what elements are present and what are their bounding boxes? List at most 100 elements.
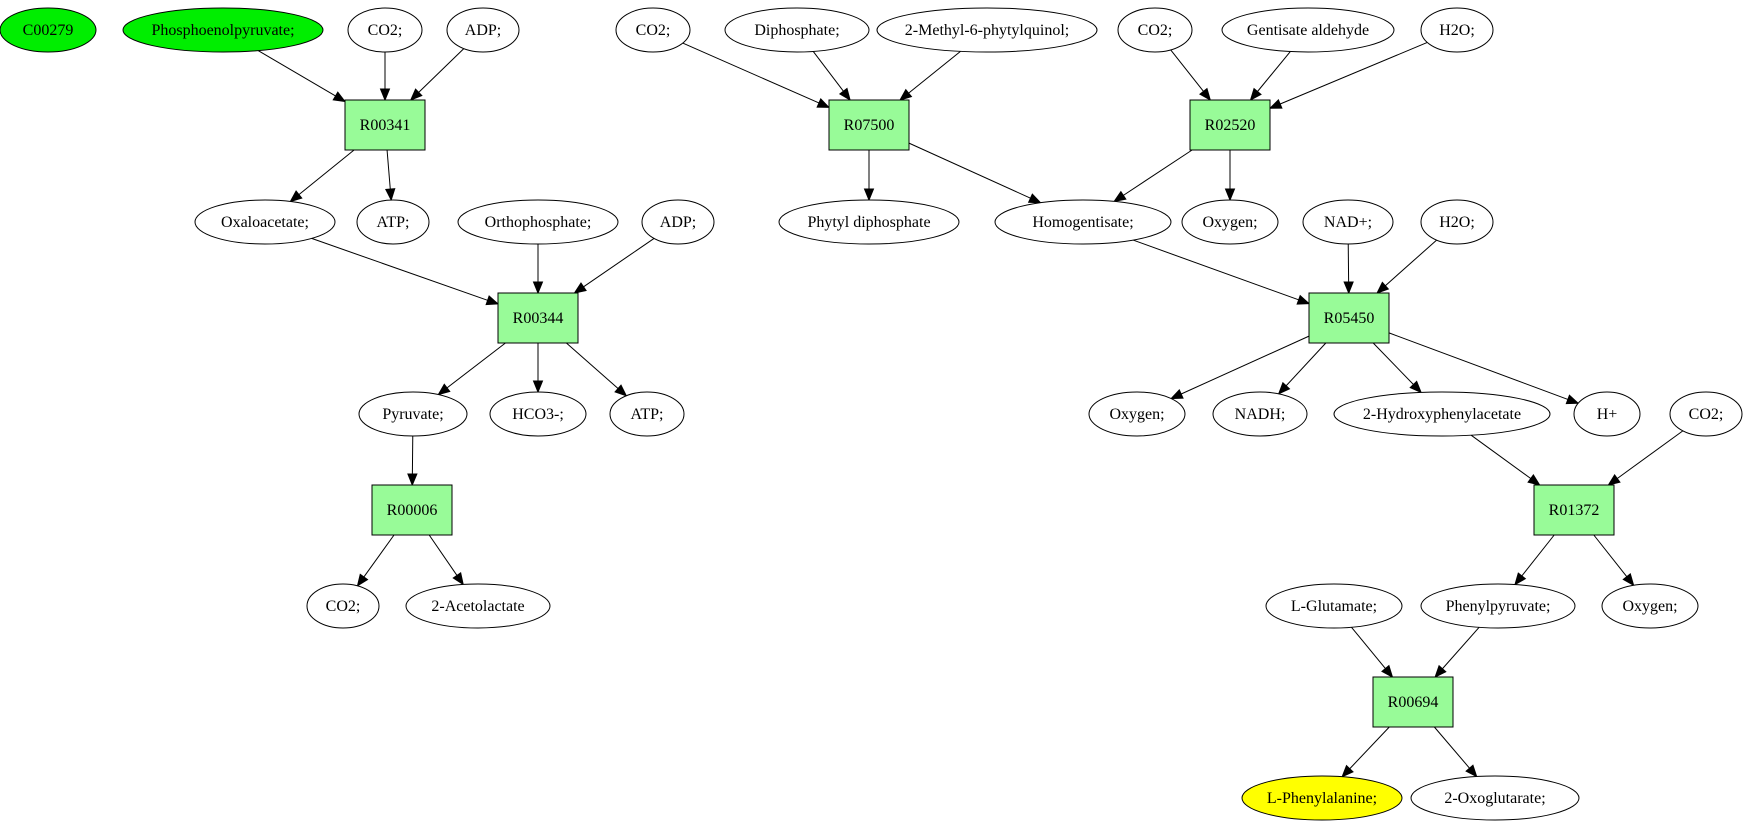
node-label: Phytyl diphosphate: [807, 214, 930, 231]
edge-line: [682, 42, 820, 104]
compound-node-homogentisate[interactable]: Homogentisate;: [994, 199, 1172, 245]
compound-node-co2_a[interactable]: CO2;: [347, 7, 423, 53]
reaction-node-r00344[interactable]: R00344: [497, 292, 579, 344]
node-label: R00694: [1388, 694, 1439, 711]
arrowhead-icon: [1199, 87, 1212, 102]
node-label: Oxygen;: [1109, 406, 1164, 423]
compound-ellipse: [122, 7, 324, 53]
compound-node-hco3[interactable]: HCO3-;: [489, 391, 587, 437]
compound-node-adp_a[interactable]: ADP;: [446, 7, 520, 53]
compound-node-co2_d[interactable]: CO2;: [1117, 7, 1193, 53]
compound-ellipse: [194, 199, 336, 245]
node-label: 2-Oxoglutarate;: [1444, 790, 1545, 807]
compound-node-gentisate_aldehyde[interactable]: Gentisate aldehyde: [1221, 7, 1395, 53]
compound-ellipse: [446, 7, 520, 53]
compound-node-phenylpyruvate[interactable]: Phenylpyruvate;: [1420, 583, 1576, 629]
compound-node-h2o_a[interactable]: H2O;: [1420, 7, 1494, 53]
compound-node-oxoglutarate[interactable]: 2-Oxoglutarate;: [1410, 775, 1580, 821]
edge-line: [1123, 149, 1193, 196]
compound-ellipse: [457, 199, 619, 245]
arrowhead-icon: [1277, 381, 1291, 395]
reaction-box: [1533, 484, 1615, 536]
node-label: H2O;: [1439, 214, 1475, 231]
edge-line: [1388, 332, 1569, 400]
arrowhead-icon: [332, 91, 347, 103]
compound-node-c00279[interactable]: C00279: [0, 7, 97, 53]
compound-node-hplus[interactable]: H+: [1573, 391, 1641, 437]
compound-node-co2_b[interactable]: CO2;: [306, 583, 380, 629]
node-label: ATP;: [631, 406, 664, 423]
compound-node-oxygen_b[interactable]: Oxygen;: [1088, 391, 1186, 437]
reaction-node-r00341[interactable]: R00341: [344, 99, 426, 151]
compound-ellipse: [1088, 391, 1186, 437]
edge-co2_c-to-r07500: [682, 42, 831, 108]
node-label: H2O;: [1439, 22, 1475, 39]
arrowhead-icon: [379, 88, 391, 102]
compound-node-co2_c[interactable]: CO2;: [615, 7, 691, 53]
arrowhead-icon: [356, 573, 369, 587]
compound-ellipse: [994, 199, 1172, 245]
arrowhead-icon: [1376, 281, 1390, 294]
compound-node-nadh[interactable]: NADH;: [1212, 391, 1308, 437]
node-label: R00344: [513, 310, 564, 327]
compound-ellipse: [609, 391, 685, 437]
arrowhead-icon: [485, 295, 500, 306]
compound-ellipse: [615, 7, 691, 53]
node-label: CO2;: [636, 22, 671, 39]
arrowhead-icon: [532, 281, 544, 295]
reaction-node-r05450[interactable]: R05450: [1308, 292, 1390, 344]
compound-node-pyruvate[interactable]: Pyruvate;: [358, 391, 468, 437]
edge-r00006-to-acetolactate: [428, 534, 464, 586]
compound-node-atp_a[interactable]: ATP;: [356, 199, 430, 245]
compound-ellipse: [1221, 7, 1395, 53]
compound-node-co2_e[interactable]: CO2;: [1669, 391, 1743, 437]
compound-node-phenylalanine[interactable]: L-Phenylalanine;: [1241, 775, 1403, 821]
compound-node-hydroxyphenylacetate[interactable]: 2-Hydroxyphenylacetate: [1333, 391, 1551, 437]
compound-node-glutamate[interactable]: L-Glutamate;: [1265, 583, 1403, 629]
arrowhead-icon: [816, 97, 831, 108]
arrowhead-icon: [1268, 98, 1283, 109]
reaction-node-r02520[interactable]: R02520: [1189, 99, 1271, 151]
arrowhead-icon: [1113, 190, 1127, 203]
edge-co2_e-to-r01372: [1607, 430, 1684, 486]
edge-r00341-to-oxaloacetate: [289, 149, 355, 203]
compound-ellipse: [347, 7, 423, 53]
reaction-node-r00694[interactable]: R00694: [1372, 676, 1454, 728]
compound-node-acetolactate[interactable]: 2-Acetolactate: [405, 583, 551, 629]
reaction-node-r07500[interactable]: R07500: [828, 99, 910, 151]
compound-node-h2o_b[interactable]: H2O;: [1420, 199, 1494, 245]
compound-node-adp_b[interactable]: ADP;: [641, 199, 715, 245]
edge-glutamate-to-r00694: [1351, 626, 1394, 679]
reaction-node-r01372[interactable]: R01372: [1533, 484, 1615, 536]
edge-r00694-to-oxoglutarate: [1433, 726, 1478, 778]
edge-orthophosphate-to-r00344: [532, 244, 544, 295]
arrowhead-icon: [1622, 573, 1635, 587]
node-label: ATP;: [377, 214, 410, 231]
compound-node-orthophosphate[interactable]: Orthophosphate;: [457, 199, 619, 245]
compound-node-oxaloacetate[interactable]: Oxaloacetate;: [194, 199, 336, 245]
node-label: R05450: [1324, 310, 1375, 327]
compound-node-oxygen_c[interactable]: Oxygen;: [1601, 583, 1699, 629]
compound-node-nad[interactable]: NAD+;: [1302, 199, 1394, 245]
compound-node-diphosphate[interactable]: Diphosphate;: [724, 7, 870, 53]
edge-r01372-to-oxygen_c: [1593, 534, 1635, 587]
arrowhead-icon: [407, 473, 418, 487]
edge-r05450-to-hydroxyphenylacetate: [1372, 342, 1423, 394]
arrowhead-icon: [1514, 572, 1527, 586]
node-label: R07500: [844, 117, 895, 134]
compound-node-pep[interactable]: Phosphoenolpyruvate;: [122, 7, 324, 53]
compound-node-phytyl_diphosphate[interactable]: Phytyl diphosphate: [778, 199, 960, 245]
compound-node-oxygen_a[interactable]: Oxygen;: [1181, 199, 1279, 245]
compound-ellipse: [1241, 775, 1403, 821]
compound-node-methylphytylquinol[interactable]: 2-Methyl-6-phytylquinol;: [876, 7, 1098, 53]
reaction-box: [1189, 99, 1271, 151]
compound-node-atp_b[interactable]: ATP;: [609, 391, 685, 437]
edge-line: [1433, 726, 1470, 769]
edge-line: [1279, 41, 1428, 105]
reaction-node-r00006[interactable]: R00006: [371, 484, 453, 536]
edge-line: [257, 50, 336, 97]
edge-line: [1170, 49, 1204, 92]
arrowhead-icon: [1434, 664, 1447, 678]
reaction-box: [497, 292, 579, 344]
